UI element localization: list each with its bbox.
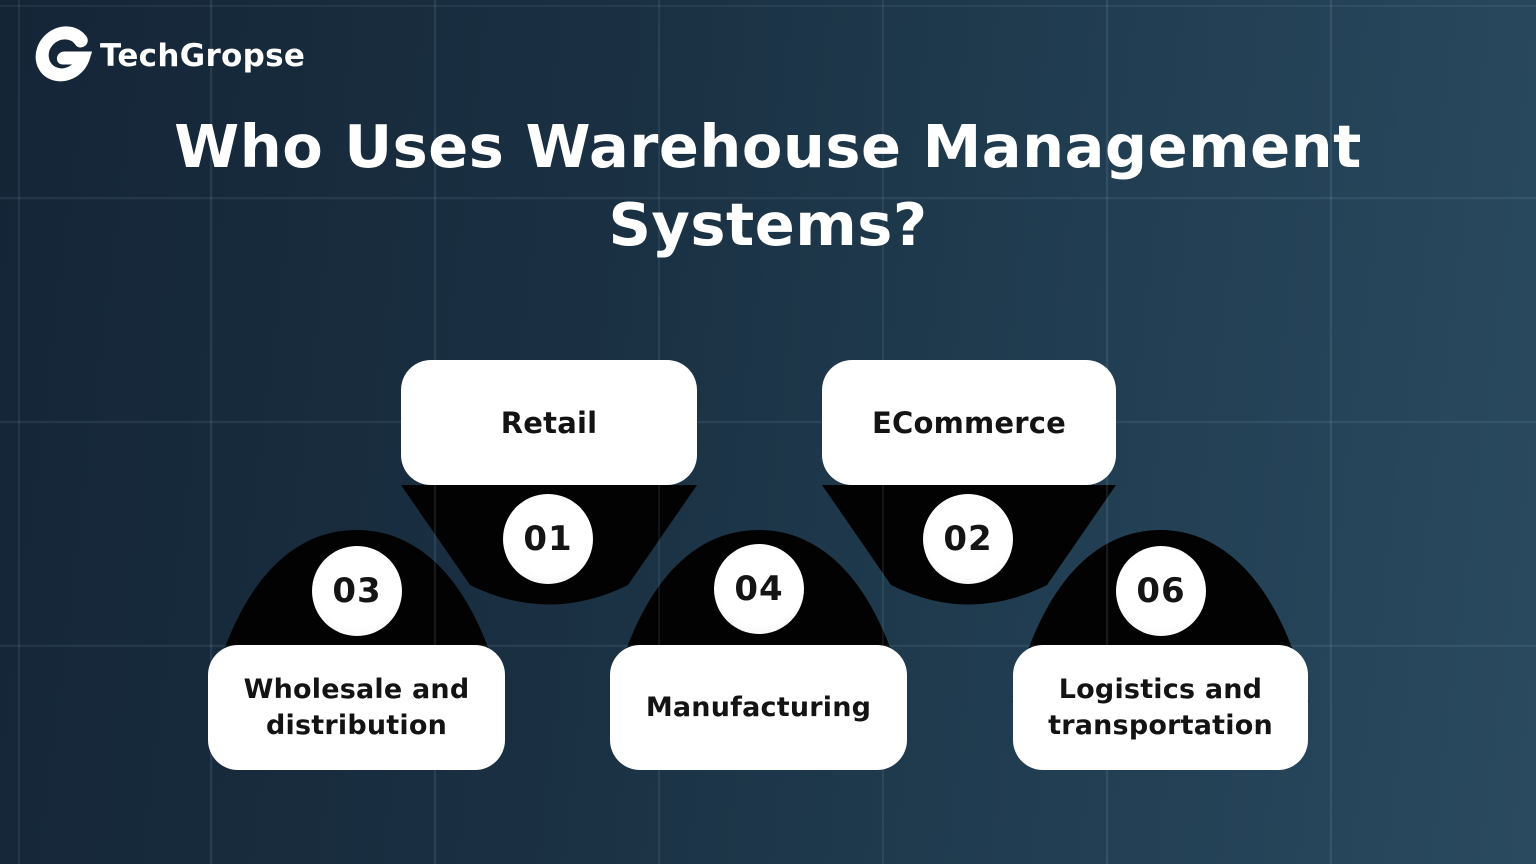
title-line-2: Systems? xyxy=(608,190,928,259)
step-number-badge-01: 01 xyxy=(503,494,593,584)
card-retail: Retail xyxy=(401,360,697,485)
card-wholesale-and-distribution: Wholesale and distribution xyxy=(208,645,505,770)
logo-g-icon xyxy=(35,26,92,82)
step-number-badge-06: 06 xyxy=(1116,546,1206,636)
card-label: ECommerce xyxy=(871,405,1067,440)
step-number: 01 xyxy=(523,519,573,559)
step-number: 04 xyxy=(734,569,784,609)
step-number-badge-03: 03 xyxy=(312,546,402,636)
step-number-badge-04: 04 xyxy=(714,544,804,634)
brand-name: TechGropse xyxy=(100,38,306,74)
infographic-title: Who Uses Warehouse Management Systems? xyxy=(0,108,1536,264)
step-number-badge-02: 02 xyxy=(923,494,1013,584)
card-label: Manufacturing xyxy=(645,691,872,723)
card-ecommerce: ECommerce xyxy=(822,360,1116,485)
card-logistics-and-transportation: Logistics and transportation xyxy=(1013,645,1308,770)
card-manufacturing: Manufacturing xyxy=(610,645,907,770)
card-label: Wholesale and distribution xyxy=(243,673,470,741)
step-number: 03 xyxy=(332,571,382,611)
step-number: 06 xyxy=(1136,571,1186,611)
card-label: Retail xyxy=(500,405,598,440)
techgropse-logo: TechGropse xyxy=(28,24,305,88)
title-line-1: Who Uses Warehouse Management xyxy=(174,112,1362,181)
card-label: Logistics and transportation xyxy=(1048,673,1273,741)
step-number: 02 xyxy=(943,519,993,559)
